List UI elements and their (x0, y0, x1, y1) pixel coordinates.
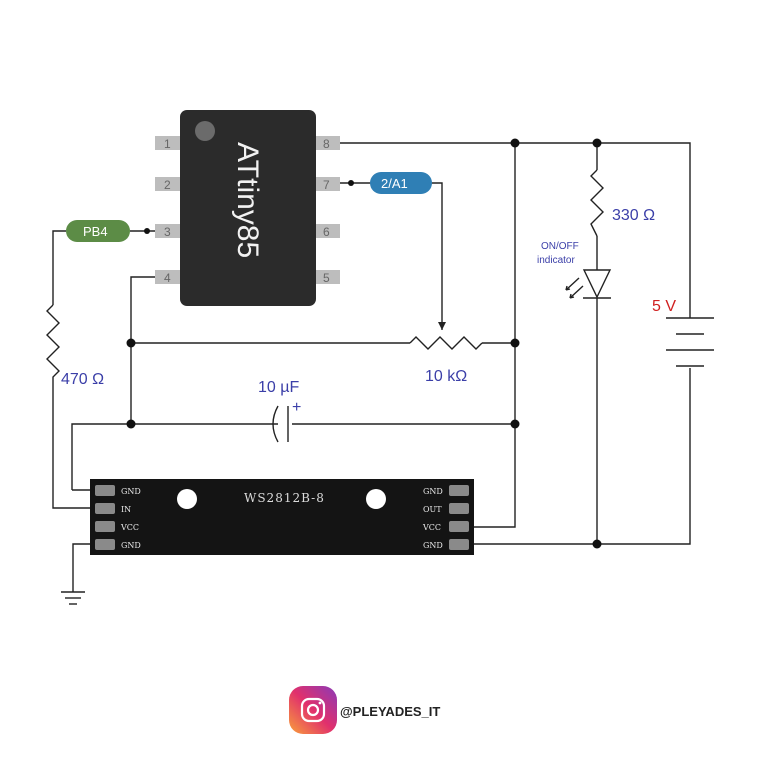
chip-pin (314, 136, 340, 150)
capacitor-symbol (272, 405, 289, 443)
strip-pad (95, 521, 115, 532)
resistor-470-symbol (46, 304, 60, 385)
chip-pin-number: 2 (164, 178, 171, 192)
strip-pin-label: IN (121, 505, 131, 514)
pin-stub-dot (348, 180, 354, 186)
wire-vcc-top-rail (340, 142, 691, 318)
strip-pin-label: GND (121, 487, 141, 496)
chip-body (180, 110, 316, 306)
chip-pin-number: 3 (164, 225, 171, 239)
battery-symbol (666, 317, 714, 367)
watermark-handle: @PLEYADES_IT (340, 704, 440, 719)
wire-gnd-pin4 (130, 276, 155, 424)
ws2812b-strip: GND IN VCC GND GND OUT VCC GND WS2812B-8 (90, 479, 474, 555)
wire-ground (72, 543, 96, 592)
led-indicator (565, 269, 612, 299)
wire-right-bus (472, 143, 516, 528)
junction-dot (592, 138, 602, 148)
strip-pin-label: OUT (423, 505, 442, 514)
wire-resistor-to-in (52, 385, 96, 509)
chip-pin (155, 224, 181, 238)
strip-pin-label: GND (423, 541, 443, 550)
wire-a1-to-wiper (340, 182, 443, 330)
chip-pin-number: 1 (164, 137, 171, 151)
wire-cap-left (71, 423, 278, 490)
strip-title: WS2812B-8 (244, 491, 325, 505)
strip-pin-label: VCC (120, 523, 139, 532)
instagram-icon (289, 686, 337, 734)
wire-pb4-to-resistor (52, 230, 66, 305)
junction-dot (510, 419, 520, 429)
strip-mounting-hole (177, 489, 197, 509)
junction-dot (592, 539, 602, 549)
led-label-line1: ON/OFF (541, 241, 579, 252)
strip-pad (449, 521, 469, 532)
potentiometer-symbol (409, 322, 483, 350)
strip-pin-label: GND (121, 541, 141, 550)
attiny85-chip: 1 2 3 4 5 6 7 8 ATtiny85 (155, 110, 340, 306)
strip-pad (95, 485, 115, 496)
strip-pad (449, 539, 469, 550)
capacitor-label: 10 µF (258, 379, 299, 396)
junction-dot (510, 338, 520, 348)
strip-pin-label: GND (423, 487, 443, 496)
ground-icon (61, 591, 85, 605)
resistor-330-label: 330 Ω (612, 207, 655, 224)
led-light-arrow-icon (569, 285, 584, 299)
chip-pin-number: 5 (323, 271, 330, 285)
pin-stub-dot (144, 228, 150, 234)
watermark: @PLEYADES_IT (289, 686, 440, 734)
potentiometer-label: 10 kΩ (425, 368, 467, 385)
strip-body (90, 479, 474, 555)
a1-tag: 2/A1 (370, 172, 432, 194)
junction-dot (126, 419, 136, 429)
pb4-tag-label: PB4 (83, 224, 108, 239)
junction-dot (510, 138, 520, 148)
chip-pin (314, 270, 340, 284)
pb4-tag: PB4 (66, 220, 130, 242)
capacitor-polarity-sign: + (292, 399, 301, 416)
battery-label: 5 V (652, 298, 676, 315)
led-light-arrow-icon (565, 277, 580, 291)
chip-pin-number: 6 (323, 225, 330, 239)
resistor-470-label: 470 Ω (61, 371, 104, 388)
strip-pin-label: VCC (422, 523, 441, 532)
chip-pin (155, 177, 181, 191)
chip-pin (314, 224, 340, 238)
chip-pin (314, 177, 340, 191)
a1-tag-label: 2/A1 (381, 176, 408, 191)
strip-pad (449, 485, 469, 496)
strip-mounting-hole (366, 489, 386, 509)
strip-pad (95, 503, 115, 514)
chip-orientation-dot (195, 121, 215, 141)
resistor-330-symbol (590, 169, 604, 237)
chip-label: ATtiny85 (231, 142, 264, 258)
strip-pad (449, 503, 469, 514)
chip-pin-number: 8 (323, 137, 330, 151)
chip-pin-number: 7 (323, 178, 330, 192)
wires (52, 142, 691, 592)
chip-pin-number: 4 (164, 271, 171, 285)
chip-pin (155, 136, 181, 150)
strip-pad (95, 539, 115, 550)
junctions (126, 138, 602, 549)
junction-dot (126, 338, 136, 348)
led-label-line2: indicator (537, 255, 575, 266)
chip-pin (155, 270, 181, 284)
wire-battery-bottom (472, 368, 691, 545)
